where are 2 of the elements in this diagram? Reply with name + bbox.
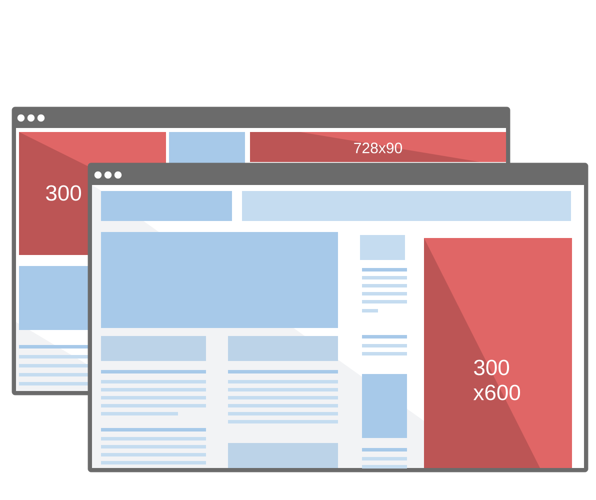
ad-slot: 300 x600 — [424, 238, 572, 468]
ad-slot: 728x90 — [250, 132, 506, 162]
